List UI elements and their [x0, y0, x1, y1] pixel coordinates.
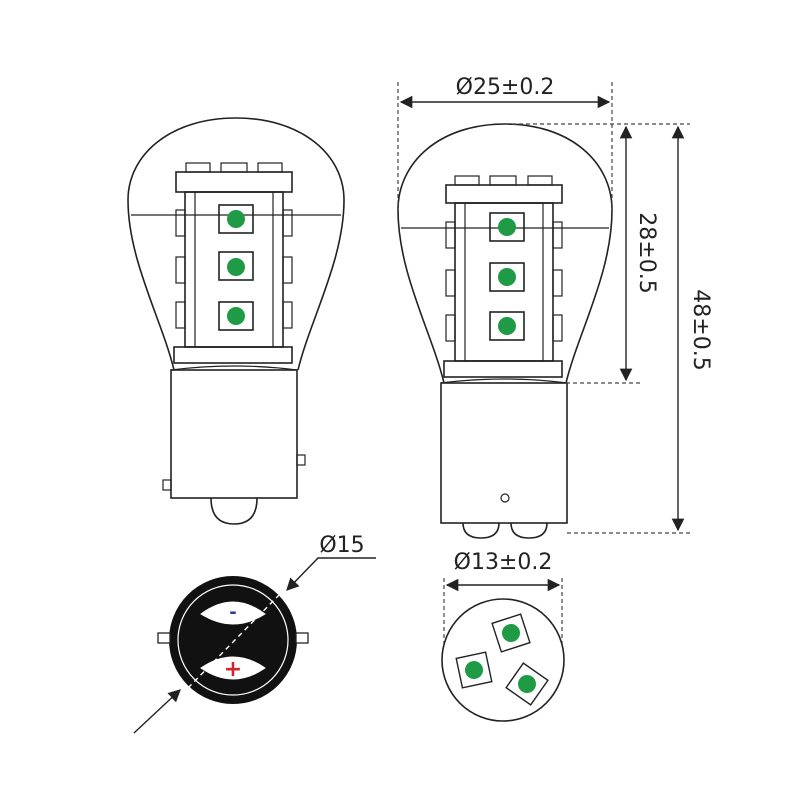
- contact-diameter-leaders: [133, 557, 376, 734]
- led-dot: [502, 624, 520, 642]
- contact-disc: [169, 576, 297, 704]
- led-dot: [227, 258, 245, 276]
- led-dot: [498, 317, 516, 335]
- led-dot: [227, 210, 245, 228]
- led-chip: [489, 212, 525, 242]
- bottom-plate: [173, 346, 293, 364]
- contact-bottom-view: [157, 576, 309, 704]
- label-bulb-diameter: Ø25±0.2: [456, 75, 555, 100]
- dimension-lines: [397, 82, 690, 534]
- led-chip: [489, 311, 525, 341]
- bayonet-pin: [500, 493, 510, 503]
- led-top-view: [441, 578, 565, 722]
- label-contact-diameter: Ø15: [319, 533, 364, 558]
- solder-contact: [510, 522, 548, 539]
- label-base-diameter: Ø13±0.2: [454, 550, 553, 575]
- led-chip: [218, 301, 254, 331]
- top-cap: [445, 184, 563, 204]
- bayonet-pin: [157, 632, 171, 644]
- polarity-minus-sign: -: [229, 602, 236, 623]
- bayonet-pin: [295, 632, 309, 644]
- solder-contact: [462, 522, 500, 539]
- label-total-height: 48±0.5: [688, 289, 713, 370]
- glass-dome: [127, 117, 345, 371]
- led-chip: [489, 262, 525, 292]
- led-dot: [227, 307, 245, 325]
- led-chip: [218, 251, 254, 281]
- led-dot: [498, 218, 516, 236]
- bayonet-pin: [296, 454, 306, 466]
- front-led-dots: [227, 210, 245, 325]
- metal-base: [170, 369, 298, 499]
- top-cap: [175, 171, 293, 193]
- label-bulb-height: 28±0.5: [634, 212, 659, 293]
- side-led-dots: [498, 218, 516, 335]
- contact-minus: [200, 601, 266, 625]
- led-dot: [498, 268, 516, 286]
- led-dot: [518, 675, 536, 693]
- contact-plus: [200, 656, 266, 680]
- metal-base: [440, 382, 568, 524]
- bayonet-pin: [162, 479, 172, 491]
- bulb-side-view: [397, 123, 613, 539]
- bottom-plate: [443, 360, 563, 378]
- polarity-plus-sign: +: [224, 657, 242, 682]
- led-chip: [218, 204, 254, 234]
- led-dot: [465, 661, 483, 679]
- bulb-front-view: [127, 117, 345, 525]
- glass-dome: [397, 123, 613, 384]
- solder-contact: [210, 497, 258, 525]
